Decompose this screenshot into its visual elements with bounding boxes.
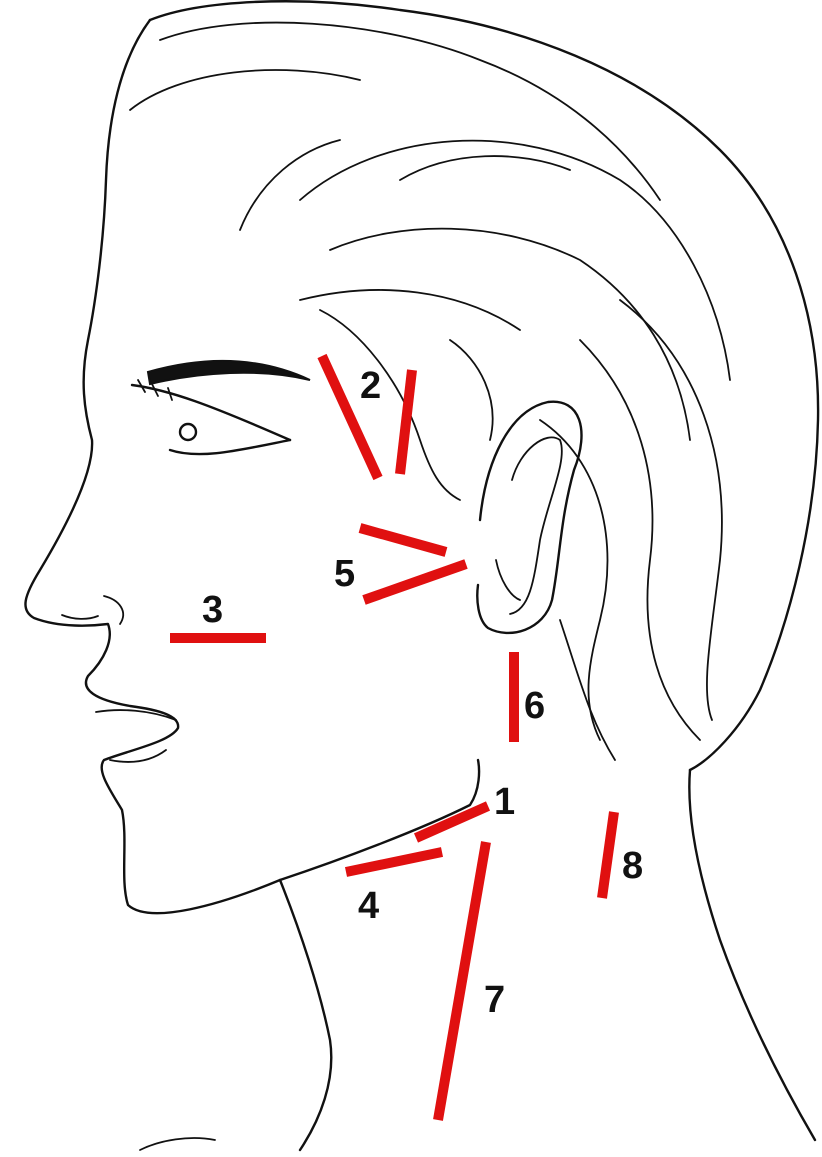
- neck-shoulder-line: [140, 1138, 215, 1150]
- incision-8: [602, 812, 614, 898]
- site-label-8: 8: [622, 845, 643, 887]
- site-label-3: 3: [202, 589, 223, 631]
- site-label-7: 7: [484, 979, 505, 1021]
- incision-5b: [364, 564, 466, 600]
- hair: [130, 1, 818, 770]
- hair-strand: [240, 140, 340, 230]
- hair-strand: [400, 156, 570, 180]
- site-label-5: 5: [334, 553, 355, 595]
- hair-strand: [450, 340, 493, 440]
- hair-strand: [300, 290, 520, 330]
- ear-outline: [477, 402, 581, 633]
- face-profile: [25, 20, 280, 913]
- site-label-4: 4: [358, 885, 379, 927]
- site-label-1: 1: [494, 781, 515, 823]
- neck-front: [280, 880, 331, 1150]
- incision-5a: [360, 528, 446, 552]
- ear-canal: [496, 560, 520, 600]
- hair-strand: [620, 300, 722, 720]
- neck-back: [689, 770, 815, 1140]
- site-label-6: 6: [524, 685, 545, 727]
- nostril: [62, 615, 98, 619]
- incision-7: [438, 842, 486, 1120]
- hair-strand: [130, 70, 360, 110]
- incision-2b: [400, 370, 412, 474]
- incision-4: [346, 852, 442, 872]
- eye: [132, 361, 310, 454]
- hair-strand: [330, 229, 690, 440]
- lip-line: [96, 710, 176, 720]
- hair-strand: [560, 620, 615, 760]
- eyebrow: [148, 361, 310, 384]
- pupil: [180, 424, 196, 440]
- ear: [477, 402, 581, 633]
- site-label-2: 2: [360, 365, 381, 407]
- hair-outline: [150, 1, 818, 770]
- eyelid-lower: [170, 440, 290, 454]
- incision-lines: [170, 356, 614, 1120]
- incision-1a: [416, 806, 488, 838]
- nose-wing: [104, 596, 123, 624]
- hair-strand: [160, 23, 660, 200]
